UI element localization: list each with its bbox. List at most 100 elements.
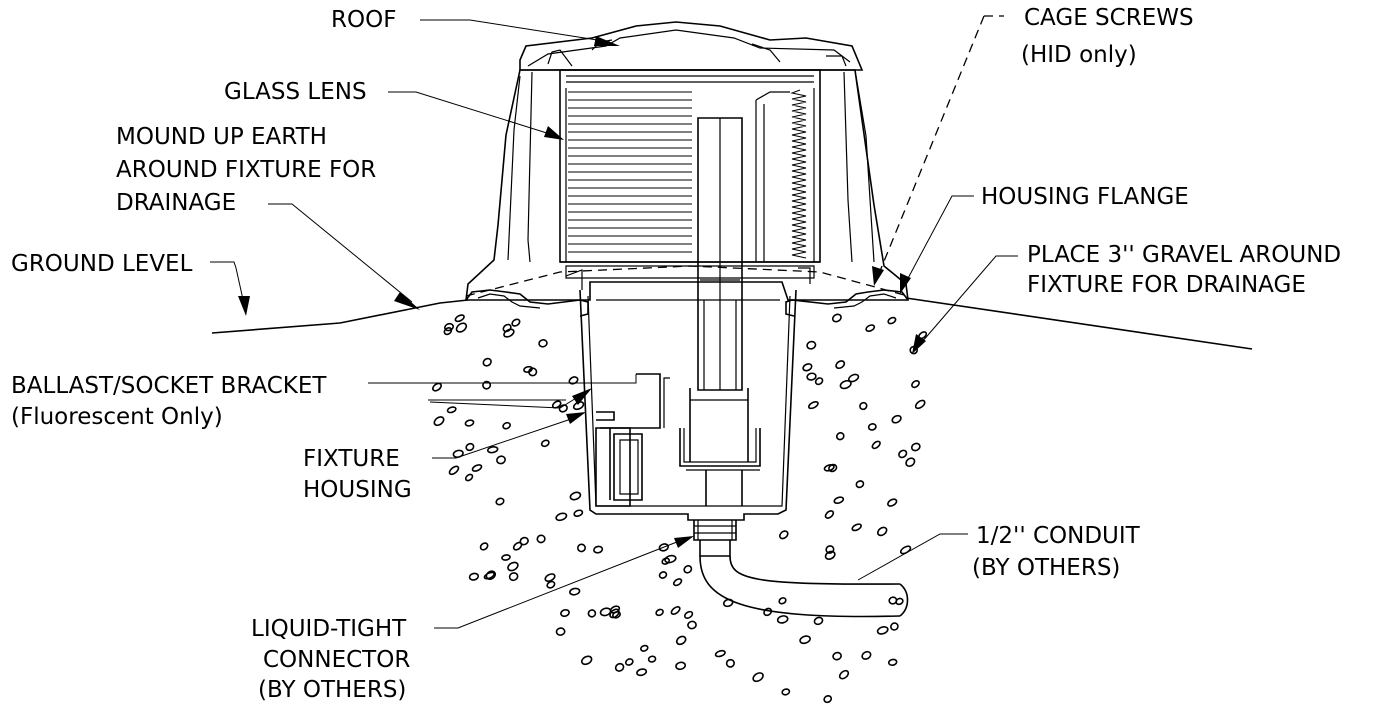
gravel-pebble (486, 445, 499, 454)
label-cage-screws-note: (HID only) (1021, 42, 1137, 68)
label-connector-line-1: LIQUID-TIGHT (251, 616, 407, 642)
gravel-pebble (433, 416, 445, 427)
gravel-pebble (523, 365, 533, 373)
gravel-pebble (485, 570, 497, 581)
gravel-pebble (909, 345, 919, 355)
gravel-pebble (664, 554, 677, 564)
gravel-pebble (781, 688, 791, 696)
gravel-pebble (464, 419, 475, 427)
label-gravel-line-2: FIXTURE FOR DRAINAGE (1027, 272, 1306, 298)
gravel-pebble (640, 644, 649, 652)
gravel-pebble (802, 363, 813, 372)
gravel-pebble (725, 658, 735, 668)
gravel-pebble (799, 635, 811, 645)
gravel-pebble (528, 367, 538, 377)
gravel-pebble (779, 530, 789, 540)
gravel-pebble (501, 554, 511, 561)
gravel-pebble (540, 439, 550, 448)
gravel-pebble (898, 449, 908, 459)
ground-line (211, 297, 1253, 350)
label-ballast-line-2: (Fluorescent Only) (11, 404, 223, 430)
gravel-pebble (560, 608, 570, 618)
label-connector-line-2: CONNECTOR (263, 647, 410, 673)
gravel-pebble (502, 421, 511, 430)
gravel-pebble (859, 401, 868, 411)
gravel-pebble (763, 607, 773, 617)
gravel-pebble (555, 512, 568, 522)
gravel-pebble (432, 382, 442, 392)
gravel-pebble (832, 651, 842, 661)
gravel-pebble (593, 545, 604, 554)
gravel-pebble (851, 523, 862, 532)
gravel-pebble (609, 608, 620, 619)
gravel-pebble (558, 404, 568, 413)
gravel-pebble (468, 572, 480, 581)
gravel-pebble (555, 627, 566, 636)
gravel-pebble (683, 610, 694, 619)
label-housing-flange: HOUSING FLANGE (981, 184, 1189, 210)
gravel-pebbles (432, 313, 928, 704)
gravel-pebble (914, 399, 926, 410)
housing-flange-left (465, 289, 589, 317)
ballast-box (595, 427, 631, 507)
leaders (210, 15, 1018, 629)
label-glass-lens: GLASS LENS (224, 79, 367, 105)
gravel-pebble (544, 573, 556, 583)
gravel-pebble (813, 616, 824, 626)
gravel-pebble (482, 357, 492, 367)
gravel-pebble (814, 377, 824, 386)
gravel-pebble (496, 455, 506, 465)
gravel-pebble (624, 658, 634, 666)
label-ground-level: GROUND LEVEL (11, 251, 193, 277)
gravel-pebble (672, 578, 683, 587)
gravel-pebble (569, 491, 582, 501)
gravel-pebble (683, 565, 693, 574)
gravel-pebble (614, 662, 625, 672)
gravel-pebble (824, 510, 835, 519)
gravel-pebble (519, 536, 529, 546)
lens-shroud (465, 69, 909, 301)
gravel-pebble (647, 655, 657, 663)
gravel-pebble (855, 480, 865, 489)
gravel-pebble (887, 498, 898, 507)
liquid-tight-connector (693, 520, 737, 541)
gravel-pebble (910, 442, 921, 452)
gravel-pebble (569, 587, 581, 596)
gravel-pebble (464, 473, 474, 482)
gravel-pebble (824, 550, 836, 560)
lens-ribs (568, 91, 692, 253)
gravel-pebble (838, 669, 850, 680)
fixture-drawing (465, 21, 909, 618)
label-conduit-line-2: (BY OTHERS) (972, 555, 1120, 581)
label-mound-line-2: AROUND FIXTURE FOR (116, 157, 376, 183)
gravel-pebble (568, 376, 579, 385)
gravel-pebble (888, 596, 898, 605)
label-ballast-line-1: BALLAST/SOCKET BRACKET (11, 373, 327, 399)
label-cage-screws: CAGE SCREWS (1024, 5, 1194, 31)
glass-lens-body (559, 69, 821, 263)
gravel-pebble (831, 313, 842, 323)
gravel-pebble (867, 423, 877, 431)
gravel-pebble (876, 526, 888, 537)
gravel-pebble (808, 401, 819, 410)
gravel-pebble (448, 465, 460, 476)
housing-flange-right (785, 289, 909, 317)
label-conduit-line-1: 1/2'' CONDUIT (976, 523, 1141, 549)
gravel-pebble (876, 626, 889, 635)
gravel-pebble (479, 542, 489, 551)
gravel-pebble (546, 580, 556, 589)
gravel-pebble (455, 322, 468, 333)
gravel-pebble (581, 655, 593, 666)
gravel-pebble (752, 672, 764, 683)
gravel-pebble (714, 649, 726, 658)
gravel-pebble (507, 561, 519, 572)
gravel-pebble (687, 620, 697, 630)
gravel-pebble (871, 440, 881, 450)
gravel-pebble (599, 607, 612, 617)
label-fixture-line-2: HOUSING (303, 477, 412, 503)
gravel-pebble (502, 323, 512, 333)
gravel-pebble (670, 606, 681, 615)
gravel-pebble (806, 372, 817, 381)
gravel-pebble (503, 328, 515, 338)
gravel-pebble (465, 442, 475, 452)
